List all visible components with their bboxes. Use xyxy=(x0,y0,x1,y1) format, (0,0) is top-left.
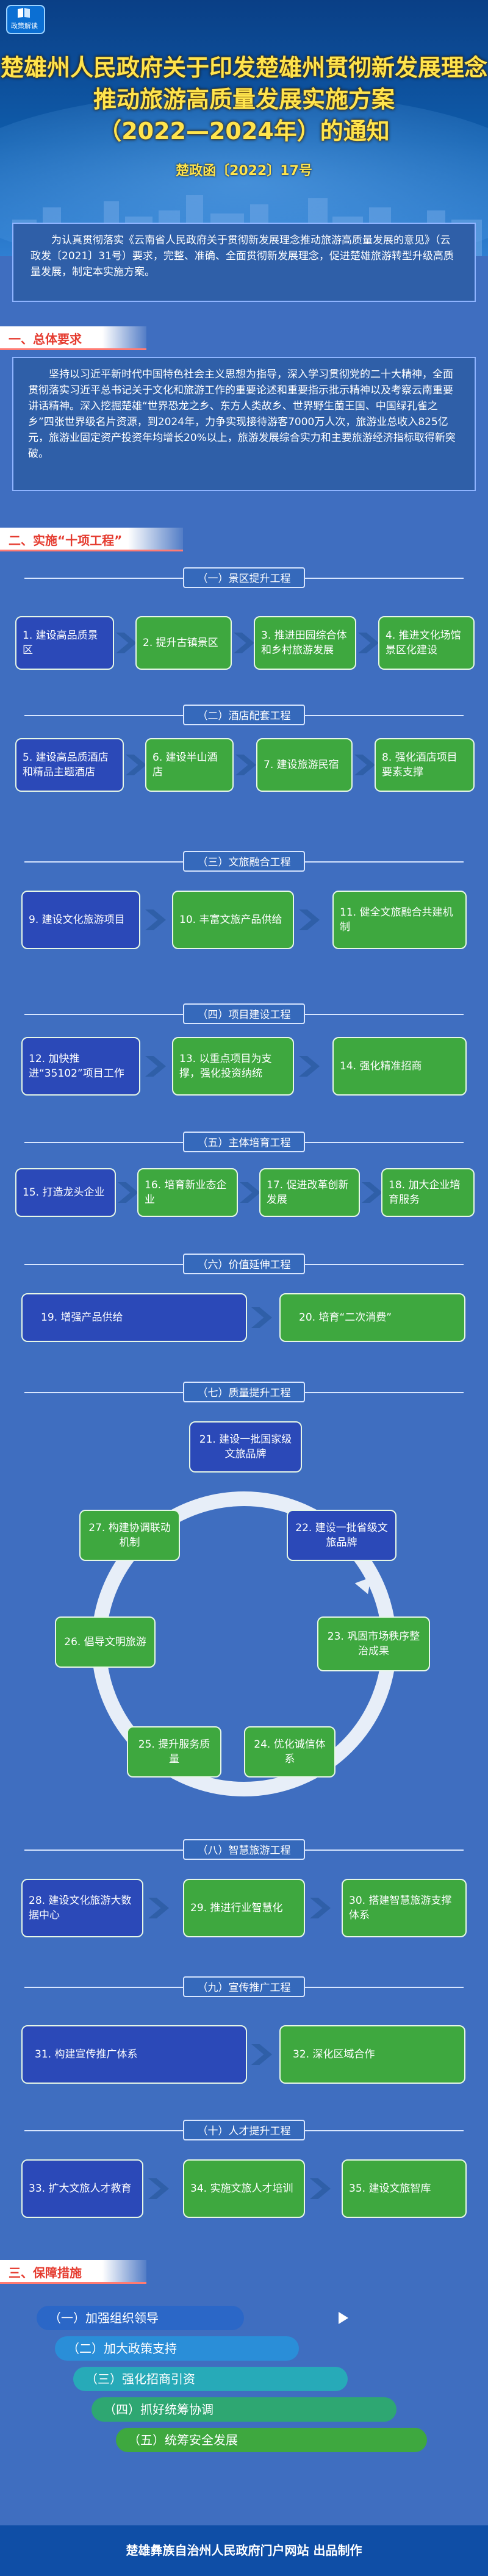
project-item-30: 30. 搭建智慧旅游支撑体系 xyxy=(342,1879,467,1937)
section-3-bar xyxy=(0,2260,146,2284)
project-item-26: 26. 倡导文明旅游 xyxy=(55,1616,156,1668)
arrow-right-icon xyxy=(251,2044,272,2065)
project-item-17: 17. 促进改革创新发展 xyxy=(259,1168,360,1217)
arrow-right-icon xyxy=(251,1307,272,1328)
section-1-title: 一、总体要求 xyxy=(9,332,82,346)
project-item-25: 25. 提升服务质量 xyxy=(127,1726,221,1778)
project-item-34: 34. 实施文旅人才培训 xyxy=(183,2159,305,2218)
section-2-bar xyxy=(0,528,183,551)
project-item-21: 21. 建设一批国家级文旅品牌 xyxy=(189,1421,302,1473)
project-item-27: 27. 构建协调联动机制 xyxy=(79,1510,180,1561)
project-item-23: 23. 巩固市场秩序整治成果 xyxy=(317,1616,430,1671)
header-banner: 政策解读 楚雄州人民政府关于印发楚雄州贯彻新发展理念 推动旅游高质量发展实施方案… xyxy=(0,0,488,256)
project-item-29: 29. 推进行业智慧化 xyxy=(183,1879,305,1937)
project-item-4: 4. 推进文化场馆景区化建设 xyxy=(378,616,475,670)
arrow-right-icon xyxy=(339,2312,348,2324)
project-item-14: 14. 强化精准招商 xyxy=(332,1037,467,1096)
title-line-1: 楚雄州人民政府关于印发楚雄州贯彻新发展理念 xyxy=(0,54,487,81)
safeguard-4-bar xyxy=(92,2397,396,2422)
safeguard-5-label: （五）统筹安全发展 xyxy=(128,2433,238,2447)
arrow-right-icon xyxy=(116,633,137,653)
section-2-header: 二、实施“十项工程” xyxy=(0,528,183,551)
project-item-9: 9. 建设文化旅游项目 xyxy=(21,891,140,949)
arrow-right-icon xyxy=(148,1898,169,1918)
project-item-16: 16. 培育新业态企业 xyxy=(137,1168,238,1217)
project-5-title: （五）主体培育工程 xyxy=(24,1132,464,1152)
section-3-header: 三、保障措施 xyxy=(0,2260,146,2284)
safeguard-2-bar xyxy=(55,2336,299,2361)
safeguard-3-label: （三）强化招商引资 xyxy=(85,2372,195,2386)
project-item-2: 2. 提升古镇景区 xyxy=(135,616,232,670)
arrow-right-icon xyxy=(118,1182,138,1203)
arrow-right-icon xyxy=(126,755,146,775)
safeguard-1-label: （一）加强组织领导 xyxy=(49,2311,159,2325)
policy-badge: 政策解读 xyxy=(6,5,45,35)
book-icon xyxy=(18,8,30,18)
project-item-33: 33. 扩大文旅人才教育 xyxy=(21,2159,143,2218)
arrow-right-icon xyxy=(145,1056,166,1077)
project-10-title: （十）人才提升工程 xyxy=(24,2120,464,2140)
general-requirements-box: 坚持以习近平新时代中国特色社会主义思想为指导，深入学习贯彻党的二十大精神，全面贯… xyxy=(12,357,476,491)
project-4-title: （四）项目建设工程 xyxy=(24,1003,464,1024)
document-number: 楚政函〔2022〕17号 xyxy=(176,163,312,179)
section-2-title: 二、实施“十项工程” xyxy=(9,533,123,548)
project-item-18: 18. 加大企业培育服务 xyxy=(381,1168,475,1217)
arrow-right-icon xyxy=(354,755,375,775)
project-item-7: 7. 建设旅游民宿 xyxy=(256,738,353,792)
arrow-right-icon xyxy=(358,633,379,653)
safeguard-3-bar xyxy=(73,2367,348,2391)
arrow-right-icon xyxy=(299,909,320,930)
title-line-3: （2022—2024年）的通知 xyxy=(98,118,390,145)
project-item-13: 13. 以重点项目为支撑，强化投资纳统 xyxy=(172,1037,294,1096)
project-item-28: 28. 建设文化旅游大数据中心 xyxy=(21,1879,143,1937)
safeguard-4-label: （四）抓好统筹协调 xyxy=(104,2402,214,2417)
project-1-title: （一）景区提升工程 xyxy=(24,567,464,588)
project-item-15: 15. 打造龙头企业 xyxy=(15,1168,116,1217)
project-item-10: 10. 丰富文旅产品供给 xyxy=(172,891,294,949)
project-item-31: 31. 构建宣传推广体系 xyxy=(21,2025,247,2084)
arrow-right-icon xyxy=(240,1182,260,1203)
intro-box: 为认真贯彻落实《云南省人民政府关于贯彻新发展理念推动旅游高质量发展的意见》（云政… xyxy=(12,223,476,302)
project-7-title: （七）质量提升工程 xyxy=(24,1382,464,1402)
arrow-right-icon xyxy=(234,633,254,653)
section-1-bar xyxy=(0,326,146,350)
project-item-20: 20. 培育“二次消费” xyxy=(279,1293,465,1342)
project-8-title: （八）智慧旅游工程 xyxy=(24,1839,464,1860)
arrow-right-icon xyxy=(148,2178,169,2199)
general-requirements-text: 坚持以习近平新时代中国特色社会主义思想为指导，深入学习贯彻党的二十大精神，全面贯… xyxy=(28,368,456,460)
safeguard-1-bar xyxy=(37,2306,244,2330)
section-1-header: 一、总体要求 xyxy=(0,326,146,350)
arrow-right-icon xyxy=(362,1182,382,1203)
section-3-title: 三、保障措施 xyxy=(9,2266,82,2280)
project-item-8: 8. 强化酒店项目要素支撑 xyxy=(375,738,475,792)
safeguard-2-label: （二）加大政策支持 xyxy=(67,2341,177,2356)
intro-text: 为认真贯彻落实《云南省人民政府关于贯彻新发展理念推动旅游高质量发展的意见》（云政… xyxy=(30,234,454,278)
project-item-1: 1. 建设高品质景区 xyxy=(15,616,114,670)
project-item-19: 19. 增强产品供给 xyxy=(21,1293,247,1342)
project-9-title: （九）宣传推广工程 xyxy=(24,1976,464,1997)
arrow-right-icon xyxy=(145,909,166,930)
project-3-title: （三）文旅融合工程 xyxy=(24,851,464,872)
arrow-right-icon xyxy=(310,2178,331,2199)
footer-credit: 楚雄彝族自治州人民政府门户网站 出品制作 xyxy=(0,2525,488,2576)
arrow-right-icon xyxy=(299,1056,320,1077)
project-item-24: 24. 优化诚信体系 xyxy=(244,1726,336,1778)
arrow-right-icon xyxy=(310,1898,331,1918)
project-item-3: 3. 推进田园综合体和乡村旅游发展 xyxy=(254,616,356,670)
project-2-title: （二）酒店配套工程 xyxy=(24,705,464,725)
project-item-6: 6. 建设半山酒店 xyxy=(145,738,234,792)
project-item-5: 5. 建设高品质酒店和精品主题酒店 xyxy=(15,738,124,792)
arrow-right-icon xyxy=(235,755,256,775)
page-title: 楚雄州人民政府关于印发楚雄州贯彻新发展理念 推动旅游高质量发展实施方案 （202… xyxy=(0,52,488,147)
project-item-35: 35. 建设文旅智库 xyxy=(342,2159,467,2218)
title-line-2: 推动旅游高质量发展实施方案 xyxy=(93,86,395,113)
safeguard-5-bar xyxy=(116,2428,427,2452)
badge-text: 政策解读 xyxy=(11,22,38,30)
project-6-title: （六）价值延伸工程 xyxy=(24,1254,464,1274)
project-item-22: 22. 建设一批省级文旅品牌 xyxy=(287,1510,396,1561)
project-item-12: 12. 加快推进“35102”项目工作 xyxy=(21,1037,140,1096)
project-item-32: 32. 深化区域合作 xyxy=(279,2025,465,2084)
project-item-11: 11. 健全文旅融合共建机制 xyxy=(332,891,467,949)
